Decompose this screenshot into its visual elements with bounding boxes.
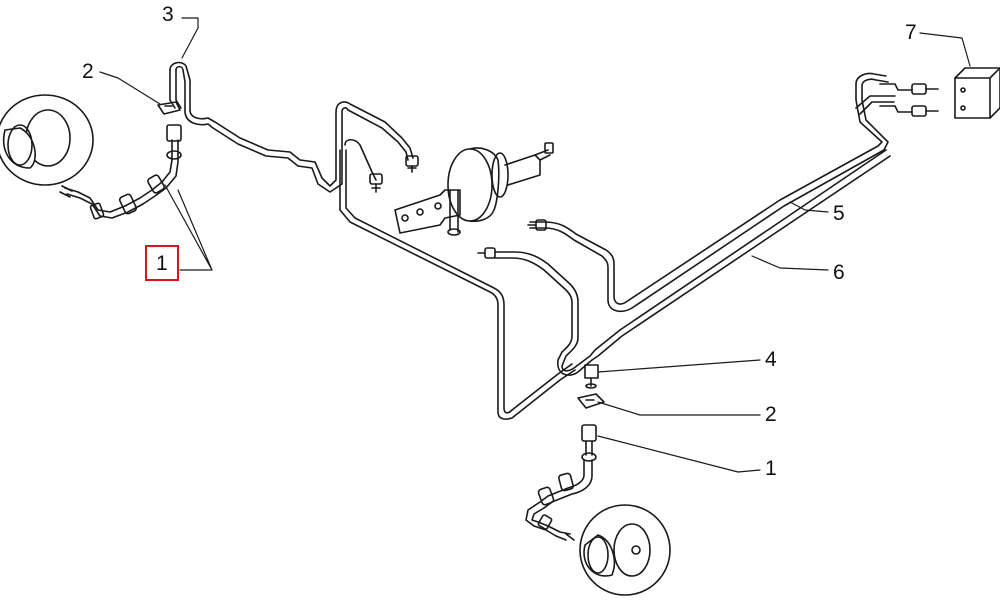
brake-line-front (169, 61, 419, 193)
brake-line-5-6 (477, 72, 939, 376)
callout-part-2-front[interactable]: 2 (82, 60, 94, 83)
callout-part-1-front[interactable]: 1 (145, 245, 179, 281)
callout-part-3[interactable]: 3 (162, 3, 174, 26)
brake-line-rear (339, 138, 576, 420)
union-fitting-rear-icon (584, 364, 599, 389)
callout-part-1-rear[interactable]: 1 (765, 457, 777, 480)
callout-part-6[interactable]: 6 (833, 261, 845, 284)
callout-part-5[interactable]: 5 (833, 202, 845, 225)
brake-hose-front-icon (59, 124, 182, 220)
abs-module-icon (954, 67, 1000, 119)
brake-disc-rear-icon (579, 504, 671, 596)
callout-part-7[interactable]: 7 (905, 21, 917, 44)
bracket-clip-front-icon (157, 101, 181, 115)
brake-hose-rear-icon (525, 424, 597, 541)
callout-part-2-rear[interactable]: 2 (765, 403, 777, 426)
callout-part-4[interactable]: 4 (765, 348, 777, 371)
brake-booster-icon (394, 142, 554, 236)
bracket-clip-rear-icon (577, 393, 605, 409)
leader-lines (99, 17, 971, 473)
brake-disc-front-icon (0, 94, 94, 186)
